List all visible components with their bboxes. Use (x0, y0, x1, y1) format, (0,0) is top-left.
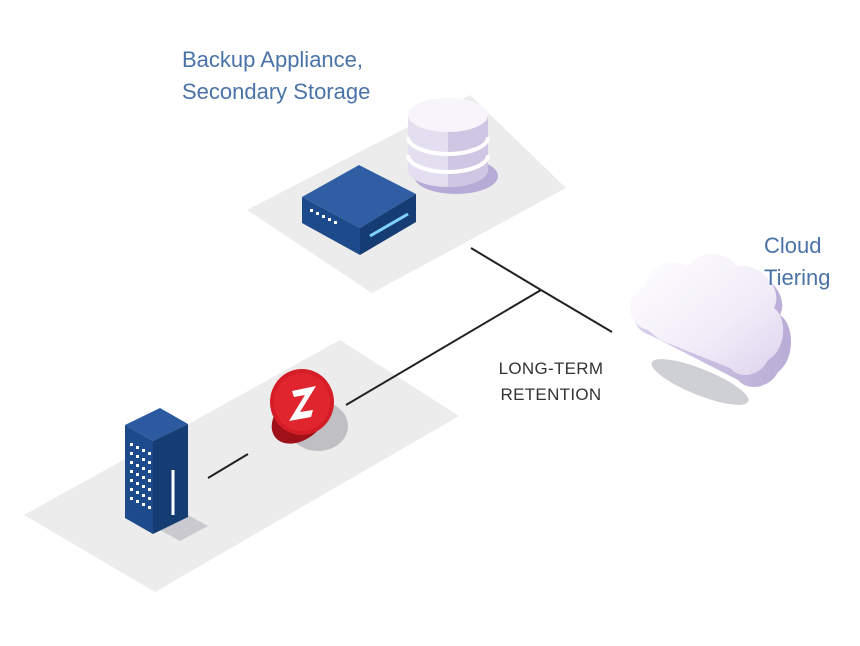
line-junction-cloud (540, 289, 613, 333)
connection-lines (207, 247, 613, 479)
backup-appliance-icon (302, 165, 416, 255)
zerto-z-logo (270, 369, 348, 451)
long-term-retention-label: LONG-TERM RETENTION (470, 356, 632, 408)
line-appliance-junction (470, 247, 542, 291)
backup-label-line-1: Backup Appliance, (182, 47, 364, 72)
line-server-zerto (207, 453, 249, 479)
retention-label-line-2: RETENTION (500, 385, 602, 404)
retention-label-line-1: LONG-TERM (498, 359, 604, 378)
line-zerto-junction (345, 289, 542, 406)
cloud-tiering-label: Cloud Tiering (764, 230, 830, 294)
backup-label-line-2: Secondary Storage (182, 79, 371, 104)
server-windows (130, 443, 151, 509)
cloud-label-line-2: Tiering (764, 265, 831, 290)
cloud-label-line-1: Cloud (764, 233, 822, 258)
cloud-icon (630, 254, 792, 405)
server-building-icon (125, 408, 208, 541)
database-storage-icon (406, 98, 498, 194)
backup-appliance-label: Backup Appliance, Secondary Storage (182, 44, 370, 108)
